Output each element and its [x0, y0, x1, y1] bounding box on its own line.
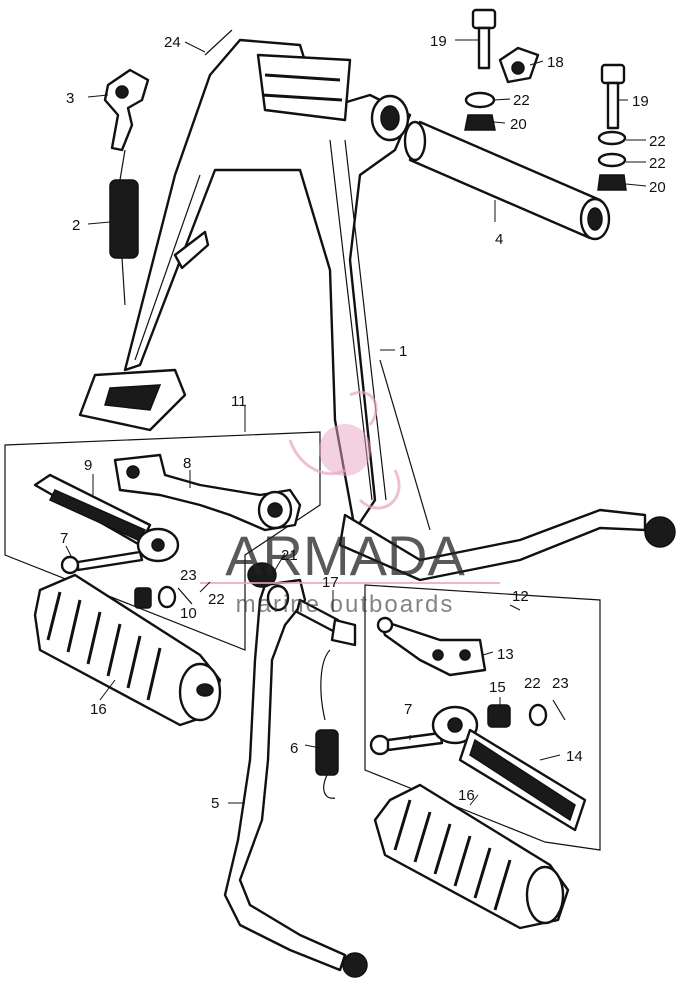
collar-21 [247, 562, 277, 588]
watermark: ARMADA marine outboards [200, 390, 500, 618]
callout-3: 3 [66, 90, 74, 107]
spring-15 [487, 704, 511, 728]
callout-7-left: 7 [60, 530, 68, 547]
callout-24: 24 [164, 34, 181, 51]
bolt-19-left [471, 8, 497, 70]
spring-10 [134, 587, 152, 609]
callout-1: 1 [399, 343, 407, 360]
callout-8: 8 [183, 455, 191, 472]
pin-23-left [177, 587, 193, 605]
callout-23-left: 23 [180, 567, 197, 584]
footpeg-arm-9 [33, 473, 180, 563]
bolt-17 [295, 598, 357, 647]
callout-9: 9 [84, 457, 92, 474]
hook-plate-3 [103, 68, 150, 152]
bracket-13 [376, 616, 487, 677]
bolt-19-right [600, 63, 626, 130]
watermark-brand: ARMADA [225, 524, 465, 587]
pin-7-right [369, 731, 444, 756]
watermark-logo [319, 424, 371, 476]
callout-16-right: 16 [458, 787, 475, 804]
callout-20-a: 20 [510, 116, 527, 133]
footpeg-rubber-16-left [33, 573, 222, 727]
washer-22-b [597, 130, 627, 146]
callout-23-right: 23 [552, 675, 569, 692]
callout-15: 15 [489, 679, 506, 696]
nut-20-b [597, 174, 627, 191]
footpeg-rubber-16-right [373, 783, 570, 930]
callout-10: 10 [180, 605, 197, 622]
washer-22-d [157, 585, 177, 609]
callout-14: 14 [566, 748, 583, 765]
callout-5: 5 [211, 795, 219, 812]
callout-17: 17 [322, 574, 339, 591]
callout-18: 18 [547, 54, 564, 71]
callout-22-e: 22 [524, 675, 541, 692]
washer-22-e [528, 703, 548, 727]
callout-19-right: 19 [632, 93, 649, 110]
lock-plate-18 [498, 46, 540, 84]
spring-2 [109, 149, 139, 306]
callout-22-b: 22 [649, 133, 666, 150]
callout-22-c: 22 [649, 155, 666, 172]
callout-11: 11 [231, 393, 247, 410]
nut-20-a [464, 114, 496, 131]
callout-13: 13 [497, 646, 514, 663]
kick-arm-5 [223, 578, 368, 978]
callout-6: 6 [290, 740, 298, 757]
cotter-pin-24 [204, 29, 233, 56]
callout-21: 21 [281, 547, 298, 564]
watermark-rule [200, 582, 500, 584]
callout-19-left: 19 [430, 33, 447, 50]
leader-lines [65, 39, 647, 806]
group-box-12 [364, 584, 601, 851]
group-box-11 [4, 431, 321, 651]
callout-7-right: 7 [404, 701, 412, 718]
bracket-8 [113, 453, 302, 532]
footpeg-arm-14 [431, 705, 587, 832]
callout-2: 2 [72, 217, 80, 234]
callout-20-b: 20 [649, 179, 666, 196]
watermark-tagline: marine outboards [236, 591, 455, 618]
spring-6 [315, 649, 339, 799]
callout-12: 12 [512, 588, 529, 605]
pivot-shaft-4 [403, 120, 611, 241]
callout-16-left: 16 [90, 701, 107, 718]
washer-22-a [464, 91, 496, 109]
main-stand [78, 38, 676, 582]
washer-22-c [597, 152, 627, 168]
pin-7-left [60, 550, 144, 575]
callout-22-d: 22 [208, 591, 225, 608]
callout-22-a: 22 [513, 92, 530, 109]
callout-4: 4 [495, 231, 503, 248]
pin-23-right [552, 699, 566, 721]
